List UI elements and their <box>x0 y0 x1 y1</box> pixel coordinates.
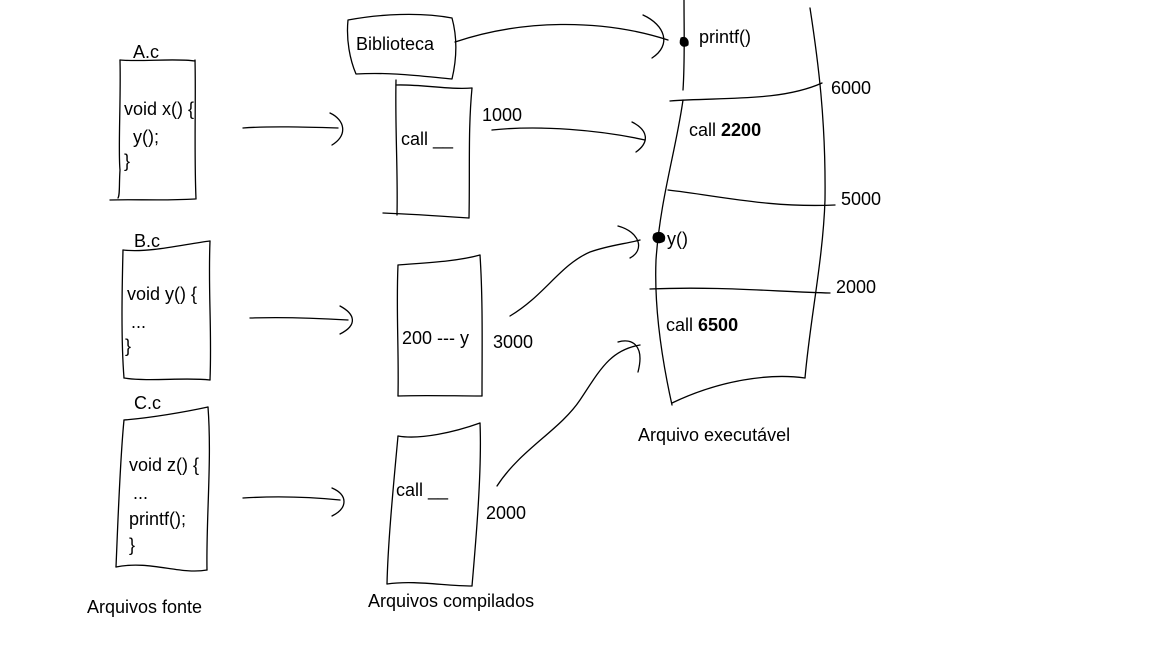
y-function-label: y() <box>667 229 688 249</box>
source-file-a-box <box>109 59 197 201</box>
library-shape <box>346 13 457 80</box>
segment-1-call-keyword: call <box>689 120 717 140</box>
segment-1-call-address: 2200 <box>721 120 762 140</box>
arrow-compiled-a-to-exe <box>491 121 646 153</box>
compiled-files-caption: Arquivos compilados <box>368 591 535 611</box>
printf-label: printf() <box>699 27 752 47</box>
source-c-line-3: printf(); <box>129 509 187 529</box>
compiled-b-text: 200 --- y <box>402 328 470 348</box>
segment-3-call-keyword: call <box>666 315 694 335</box>
compiled-a-text: call __ <box>401 129 454 149</box>
source-c-filename: C.c <box>134 393 161 413</box>
address-2000: 2000 <box>836 277 877 297</box>
arrow-b-to-compiled <box>249 305 354 335</box>
source-a-line-1: void x() { <box>124 99 195 119</box>
segment-3-call: call 6500 <box>666 316 738 334</box>
segment-3-call-address: 6500 <box>698 315 739 335</box>
arrow-library-to-printf <box>454 14 669 59</box>
source-b-filename: B.c <box>134 231 161 251</box>
executable-file-caption: Arquivo executável <box>638 425 791 445</box>
source-file-c-box <box>115 406 211 572</box>
source-c-line-4: } <box>129 535 136 555</box>
arrow-a-to-compiled <box>242 112 344 146</box>
source-b-line-1: void y() { <box>127 284 198 304</box>
executable-file-box <box>649 0 836 406</box>
compiled-a-size: 1000 <box>482 105 523 125</box>
source-c-line-1: void z() { <box>129 455 200 475</box>
source-files-caption: Arquivos fonte <box>87 597 203 617</box>
compiled-c-text: call __ <box>396 480 449 500</box>
compiled-file-a-box <box>382 79 473 219</box>
source-a-line-2: y(); <box>133 127 159 147</box>
library-label: Biblioteca <box>356 34 435 54</box>
source-b-line-2: ... <box>131 312 147 332</box>
compiled-c-size: 2000 <box>486 503 527 523</box>
printf-marker-dot <box>679 37 689 47</box>
arrow-compiled-c-to-exe <box>496 340 641 487</box>
arrow-compiled-b-to-exe <box>509 225 641 317</box>
source-file-b-box <box>121 240 212 381</box>
source-a-filename: A.c <box>133 42 160 62</box>
source-a-line-3: } <box>124 151 131 171</box>
segment-1-call: call 2200 <box>689 121 761 139</box>
compiled-file-b-box <box>396 254 483 397</box>
y-marker-dot <box>652 231 666 244</box>
compiled-b-size: 3000 <box>493 332 534 352</box>
source-b-line-3: } <box>125 336 132 356</box>
source-c-line-2: ... <box>133 483 149 503</box>
address-6000: 6000 <box>831 78 872 98</box>
compiled-file-c-box <box>386 422 482 587</box>
arrow-c-to-compiled <box>242 487 345 517</box>
address-5000: 5000 <box>841 189 882 209</box>
